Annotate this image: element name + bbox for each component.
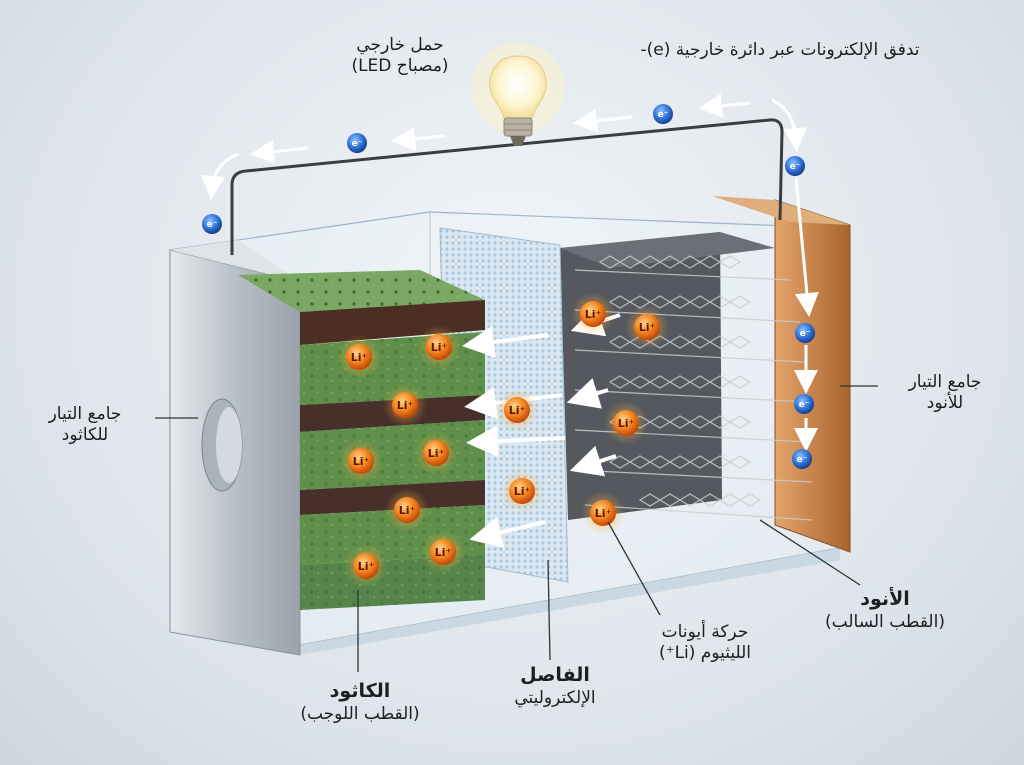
lithium-ion-movement-label: حركة أيونات الليثيوم (Li⁺) (658, 622, 752, 664)
external-circuit-wire (230, 118, 784, 255)
svg-text:Li⁺: Li⁺ (618, 417, 635, 430)
svg-text:e⁻: e⁻ (799, 400, 810, 410)
electron-flow-label: تدفق الإلكترونات عبر دائرة خارجية (e)- (640, 40, 920, 60)
svg-text:e⁻: e⁻ (352, 139, 363, 149)
electron: e⁻ (794, 394, 814, 414)
cathode-label: الكاثود (القطب اللوجب) (300, 680, 420, 724)
lithium-ion: Li⁺ (344, 544, 388, 588)
svg-text:Li⁺: Li⁺ (358, 560, 375, 573)
lithium-ion: Li⁺ (417, 325, 461, 369)
separator-label: الفاصل الإلكتروليتي (514, 664, 596, 708)
lithium-ion: Li⁺ (337, 335, 381, 379)
led-bulb-icon (472, 42, 564, 146)
lithium-ion: Li⁺ (604, 401, 648, 445)
svg-text:e⁻: e⁻ (658, 110, 669, 120)
leader-lines (155, 385, 878, 672)
lithium-ion: Li⁺ (581, 491, 625, 535)
svg-text:Li⁺: Li⁺ (351, 351, 368, 364)
cathode-collector-label: جامع التيار للكاثود (48, 404, 122, 446)
svg-text:Li⁺: Li⁺ (435, 546, 452, 559)
lithium-ion: Li⁺ (500, 469, 544, 513)
lithium-ion: Li⁺ (495, 388, 539, 432)
svg-text:e⁻: e⁻ (790, 162, 801, 172)
svg-text:Li⁺: Li⁺ (428, 447, 445, 460)
cathode-current-collector (169, 240, 301, 656)
svg-text:e⁻: e⁻ (800, 329, 811, 339)
lithium-ion: Li⁺ (625, 305, 669, 349)
electron: e⁻ (202, 214, 222, 234)
electron: e⁻ (347, 133, 367, 153)
electron: e⁻ (785, 156, 805, 176)
lithium-ions: Li⁺ Li⁺ Li⁺ Li⁺ Li⁺ Li⁺ Li⁺ Li⁺ Li⁺ Li⁺ … (337, 292, 669, 588)
svg-text:Li⁺: Li⁺ (397, 399, 414, 412)
lithium-ion: Li⁺ (571, 292, 615, 336)
svg-text:Li⁺: Li⁺ (353, 455, 370, 468)
lithium-ion: Li⁺ (339, 439, 383, 483)
svg-text:e⁻: e⁻ (207, 220, 218, 230)
anode-collector-label: جامع التيار للأنود (908, 372, 982, 414)
svg-text:Li⁺: Li⁺ (509, 404, 526, 417)
svg-text:Li⁺: Li⁺ (595, 507, 612, 520)
svg-text:Li⁺: Li⁺ (399, 504, 416, 517)
electron: e⁻ (653, 104, 673, 124)
external-load-label: حمل خارجي (مصباح LED) (351, 35, 449, 77)
lithium-ion: Li⁺ (414, 431, 458, 475)
lithium-ion: Li⁺ (421, 530, 465, 574)
electron: e⁻ (792, 449, 812, 469)
lithium-ion: Li⁺ (385, 488, 429, 532)
svg-text:Li⁺: Li⁺ (431, 341, 448, 354)
svg-text:Li⁺: Li⁺ (514, 485, 531, 498)
svg-text:Li⁺: Li⁺ (585, 308, 602, 321)
lithium-ion: Li⁺ (383, 383, 427, 427)
electron: e⁻ (795, 323, 815, 343)
svg-text:Li⁺: Li⁺ (639, 321, 656, 334)
anode-label: الأنود (القطب السالب) (825, 588, 945, 632)
electron-flow-arrows (201, 93, 819, 452)
svg-text:e⁻: e⁻ (797, 455, 808, 465)
electrons: e⁻ e⁻ e⁻ e⁻ e⁻ e⁻ e⁻ (202, 104, 815, 469)
